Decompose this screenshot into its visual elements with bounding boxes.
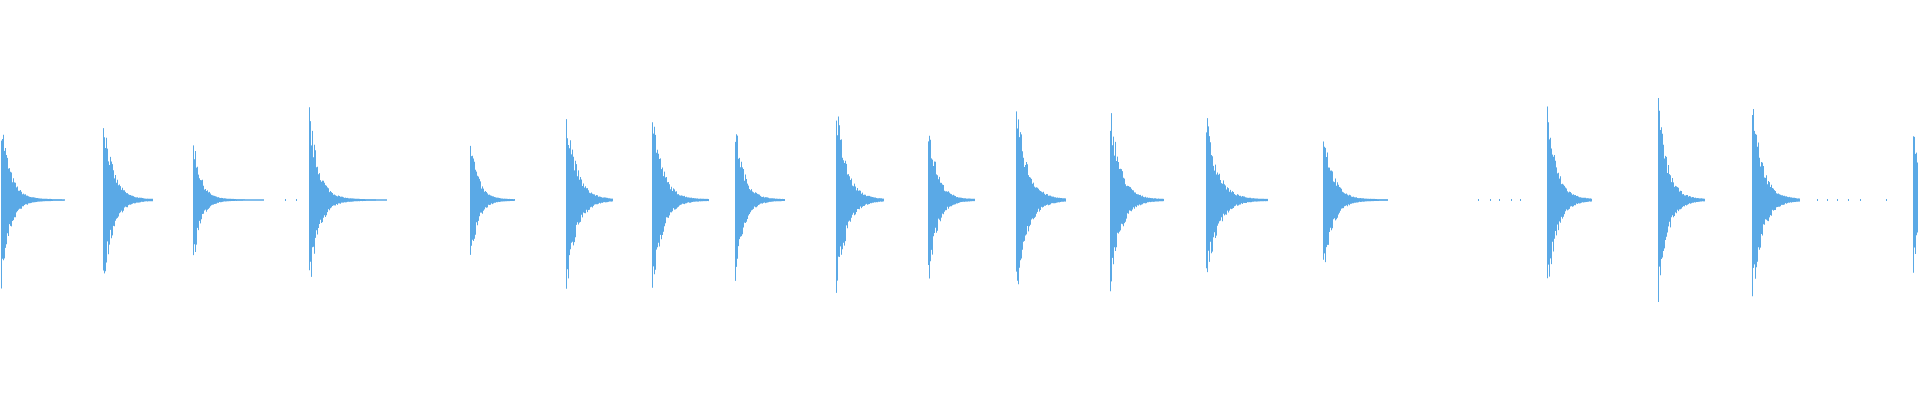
transient-9 bbox=[836, 116, 884, 293]
transient-17-shape bbox=[1752, 109, 1800, 297]
transient-3-shape bbox=[193, 145, 264, 256]
transient-9-shape bbox=[836, 116, 884, 293]
transient-18 bbox=[1913, 136, 1918, 273]
transient-4-shape bbox=[309, 107, 387, 277]
transient-3 bbox=[193, 145, 264, 256]
transient-14-shape bbox=[1323, 141, 1388, 263]
transient-5 bbox=[470, 145, 515, 255]
transient-11 bbox=[1016, 111, 1066, 285]
transient-10-shape bbox=[928, 135, 975, 279]
transient-1-shape bbox=[1, 134, 65, 289]
transient-15-shape bbox=[1547, 106, 1592, 279]
transient-2-shape bbox=[103, 128, 153, 274]
transient-18-shape bbox=[1913, 136, 1918, 273]
transient-11-shape bbox=[1016, 111, 1066, 285]
transient-15 bbox=[1547, 106, 1592, 279]
transient-6-shape bbox=[566, 119, 613, 289]
transient-8 bbox=[735, 134, 785, 281]
transient-16-shape bbox=[1658, 98, 1705, 302]
waveform-layer bbox=[1, 98, 1918, 302]
transient-5-shape bbox=[470, 145, 515, 255]
transient-7-shape bbox=[652, 122, 709, 288]
transient-10 bbox=[928, 135, 975, 279]
transient-7 bbox=[652, 122, 709, 288]
transient-14 bbox=[1323, 141, 1388, 263]
transient-8-shape bbox=[735, 134, 785, 281]
transient-16 bbox=[1658, 98, 1705, 302]
transient-17 bbox=[1752, 109, 1800, 297]
transient-12-shape bbox=[1110, 113, 1164, 292]
transient-4 bbox=[309, 107, 387, 277]
transient-2 bbox=[103, 128, 153, 274]
transient-12 bbox=[1110, 113, 1164, 292]
transient-13-shape bbox=[1206, 118, 1268, 273]
transient-13 bbox=[1206, 118, 1268, 273]
transient-6 bbox=[566, 119, 613, 289]
transient-1 bbox=[1, 134, 65, 289]
